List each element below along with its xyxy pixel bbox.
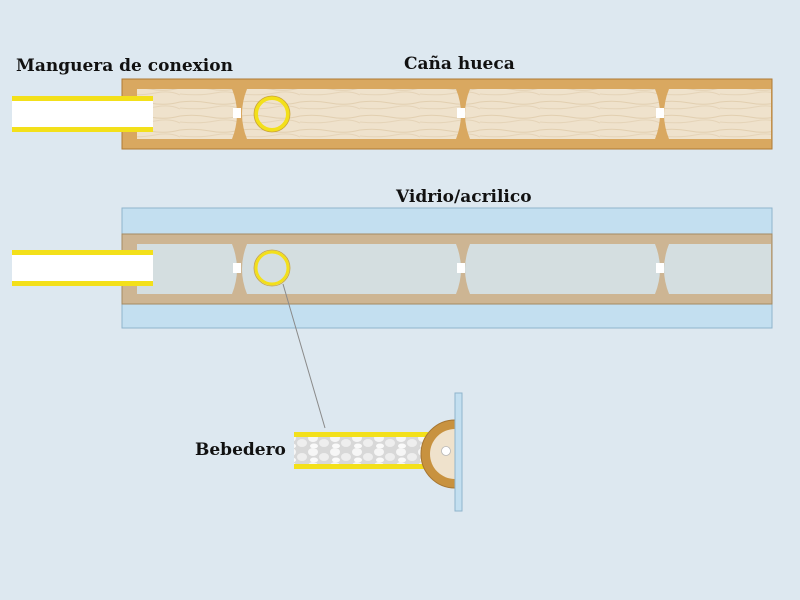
- mid-hose: [12, 250, 153, 286]
- top-node-hole: [457, 108, 465, 118]
- detail-leader-line: [282, 283, 326, 429]
- top-drinker-opening: [254, 96, 290, 132]
- top-hose: [12, 96, 153, 132]
- mid-cane-chamber: [137, 244, 237, 294]
- mid-drinker-opening: [254, 250, 290, 286]
- top-node-hole: [233, 108, 241, 118]
- mid-cane-chamber: [664, 244, 771, 294]
- glass-assembly: [121, 207, 773, 329]
- hose-label: Manguera de conexion: [16, 56, 233, 76]
- mid-cane-chamber: [465, 244, 660, 294]
- drinker-fill: [294, 437, 428, 464]
- mid-node-hole: [233, 263, 241, 273]
- top-node-hole: [656, 108, 664, 118]
- drinker-hole: [441, 446, 451, 456]
- drinker-glass-wall: [454, 392, 463, 512]
- drinker-label: Bebedero: [195, 440, 286, 460]
- top-cane-chamber: [137, 89, 237, 139]
- glass-label: Vidrio/acrilico: [396, 187, 532, 207]
- mid-node-hole: [656, 263, 664, 273]
- top-cane-chamber: [242, 89, 461, 139]
- mid-cane-chamber: [242, 244, 461, 294]
- cane-label: Caña hueca: [404, 54, 515, 74]
- mid-node-hole: [457, 263, 465, 273]
- top-cane-chamber: [465, 89, 660, 139]
- drinker-detail: [294, 392, 463, 512]
- top-cane-chamber: [664, 89, 771, 139]
- top-cane: [121, 78, 773, 150]
